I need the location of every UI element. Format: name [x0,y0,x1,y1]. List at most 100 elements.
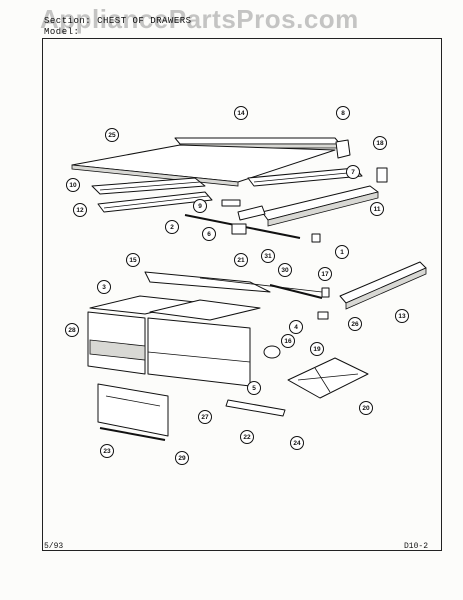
callout-circle [281,334,295,348]
callout-9: 9 [193,199,207,213]
callout-label: 28 [68,327,76,334]
part-23-trim [99,427,166,441]
callout-23: 23 [100,444,114,458]
callout-circle [105,128,119,142]
part-29-drawer-front [97,383,169,437]
callout-6: 6 [202,227,216,241]
part-16-grille [263,345,281,359]
callout-circle [318,267,332,281]
part-20-tray-frame [287,357,369,399]
callout-label: 8 [341,110,345,117]
part-21-block [231,223,247,235]
part-7-right-slide [247,167,363,187]
part-13-right-rail [339,261,427,310]
callout-label: 23 [103,448,111,455]
callout-circle [234,253,248,267]
callout-circle [336,106,350,120]
callout-label: 6 [207,231,211,238]
diagram-frame [42,38,442,551]
callout-29: 29 [175,451,189,465]
callout-label: 31 [264,253,272,260]
callout-circle [247,381,261,395]
callout-circle [310,342,324,356]
callout-17: 17 [318,267,332,281]
callout-circle [100,444,114,458]
model-header: Model: [44,27,80,37]
callout-circle [202,227,216,241]
callout-4: 4 [289,320,303,334]
footer-page: D10-2 [404,542,429,551]
callout-24: 24 [290,436,304,450]
callout-label: 30 [281,267,289,274]
callout-label: 10 [69,182,77,189]
callout-circle [346,165,360,179]
callout-circle [193,199,207,213]
callout-circle [73,203,87,217]
callout-circle [65,323,79,337]
callout-circle [66,178,80,192]
callout-label: 1 [340,249,344,256]
part-10-left-slide [91,177,206,195]
part-24-handle [225,399,286,417]
callout-circle [240,430,254,444]
callout-7: 7 [346,165,360,179]
callout-label: 12 [76,207,84,214]
callout-25: 25 [105,128,119,142]
callout-label: 29 [178,455,186,462]
callout-circle [359,401,373,415]
callout-31: 31 [261,249,275,263]
part-14-top-rail [174,137,341,149]
callout-label: 19 [313,346,321,353]
callout-15: 15 [126,253,140,267]
callout-circle [175,451,189,465]
part-8-bracket [335,139,351,159]
callout-30: 30 [278,263,292,277]
part-1-clip [311,233,321,243]
callout-label: 25 [108,132,116,139]
callout-8: 8 [336,106,350,120]
callout-circle [97,280,111,294]
callout-13: 13 [395,309,409,323]
callout-10: 10 [66,178,80,192]
callout-circle [126,253,140,267]
callout-label: 20 [362,405,370,412]
callout-label: 27 [201,414,209,421]
callout-14: 14 [234,106,248,120]
callout-19: 19 [310,342,324,356]
callout-circle [373,136,387,150]
callout-20: 20 [359,401,373,415]
callout-circle [290,436,304,450]
part-9-screw [221,199,241,207]
callout-label: 13 [398,313,406,320]
callout-label: 14 [237,110,245,117]
callout-1: 1 [335,245,349,259]
callout-label: 24 [293,440,301,447]
callout-label: 2 [170,224,174,231]
callout-11: 11 [370,202,384,216]
callout-2: 2 [165,220,179,234]
callout-21: 21 [234,253,248,267]
footer-date: 5/93 [44,542,64,551]
callout-26: 26 [348,317,362,331]
callout-label: 7 [351,169,355,176]
part-12-left-slide-lower [97,191,213,213]
callout-3: 3 [97,280,111,294]
part-30-rod [269,284,323,299]
callout-circle [261,249,275,263]
callout-label: 22 [243,434,251,441]
part-6-spacer [237,205,266,221]
callout-16: 16 [281,334,295,348]
callout-18: 18 [373,136,387,150]
callout-label: 16 [284,338,292,345]
part-4-right-drawer [147,299,261,387]
part-11-right-slide-lower [261,185,379,227]
callout-label: 11 [374,206,381,213]
callout-label: 21 [237,257,245,264]
callout-12: 12 [73,203,87,217]
callout-label: 17 [321,271,329,278]
callout-label: 26 [351,321,359,328]
callout-28: 28 [65,323,79,337]
callout-label: 15 [129,257,137,264]
